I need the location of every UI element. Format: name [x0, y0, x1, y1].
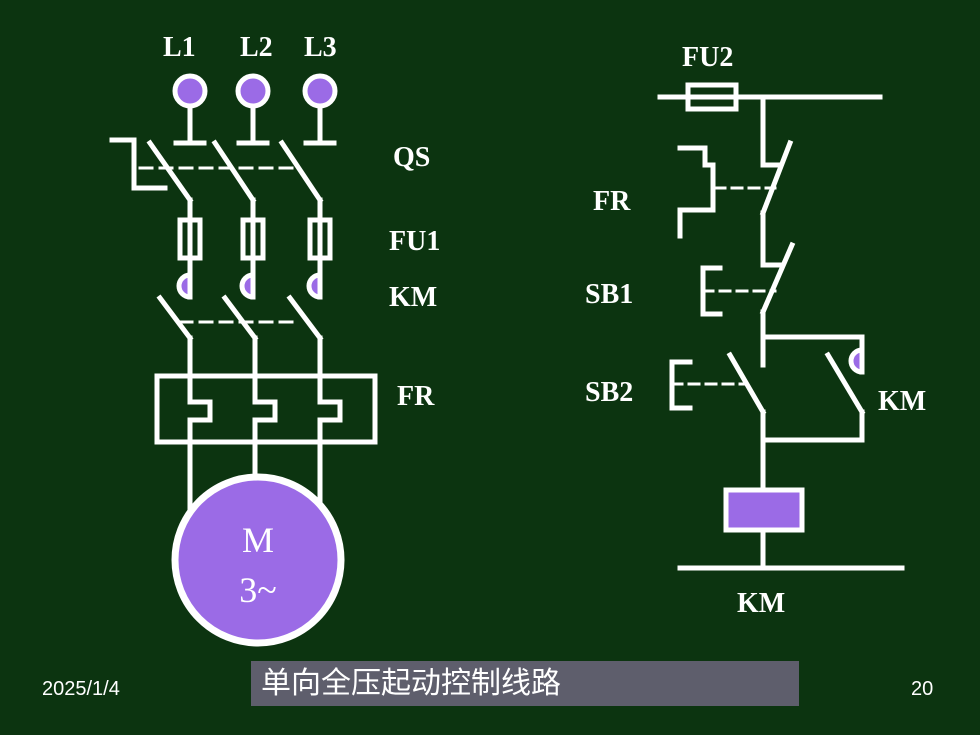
- fuse-fu2: [657, 82, 883, 112]
- contact-fr-nc: [677, 139, 794, 268]
- label-fu1: FU1: [389, 226, 440, 257]
- button-sb1: [700, 241, 796, 368]
- coil-km: [723, 487, 805, 533]
- label-km-main: KM: [389, 282, 437, 313]
- label-sb2: SB2: [585, 377, 633, 408]
- label-l2: L2: [240, 32, 273, 63]
- terminal-l3: [302, 73, 338, 146]
- motor: [171, 473, 345, 647]
- label-km-coil: KM: [737, 588, 785, 619]
- contact-km-aux: [824, 347, 866, 443]
- slide-caption: 单向全压起动控制线路: [251, 661, 799, 706]
- label-qs: QS: [393, 142, 430, 173]
- label-fr-ctrl: FR: [593, 186, 631, 217]
- button-sb2: [669, 351, 767, 443]
- terminal-l2: [235, 73, 271, 146]
- motor-label-m: M: [242, 520, 274, 560]
- label-l3: L3: [304, 32, 337, 63]
- label-fr-main: FR: [397, 381, 435, 412]
- switch-qs: [109, 137, 324, 204]
- thermal-relay-fr-main: [154, 373, 378, 445]
- page-number: 20: [911, 678, 934, 700]
- label-l1: L1: [163, 32, 196, 63]
- fuse-fu1: [177, 217, 333, 261]
- terminal-l1: [172, 73, 208, 146]
- footer-date: 2025/1/4: [42, 678, 120, 700]
- label-sb1: SB1: [585, 279, 633, 310]
- label-fu2: FU2: [682, 42, 733, 73]
- motor-label-phase: 3~: [239, 570, 276, 610]
- contactor-km-main: [156, 272, 324, 342]
- label-km-aux: KM: [878, 386, 926, 417]
